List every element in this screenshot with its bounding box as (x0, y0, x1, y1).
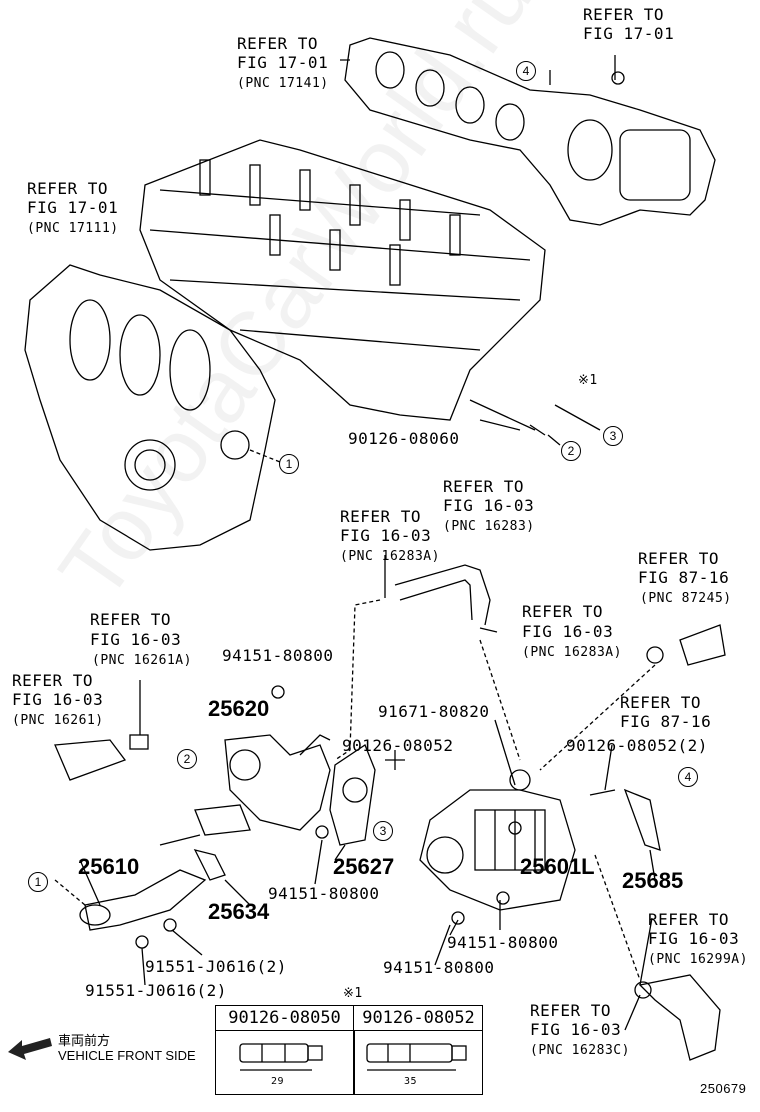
refer-line-1: REFER TO (620, 693, 702, 712)
refer-pnc: (PNC 16261A) (92, 653, 192, 668)
refer-line-1: REFER TO (638, 549, 720, 568)
refer-line-1: REFER TO (648, 910, 730, 929)
table-divider (353, 1030, 355, 1094)
part-90126-08052[interactable]: 90126-08052 (342, 736, 454, 755)
refer-line-2: FIG 17-01 (237, 53, 329, 72)
refer-line-2: FIG 87-16 (620, 712, 712, 731)
table-col-90126-08052: 90126-08052 (355, 1006, 482, 1031)
table-col-90126-08050: 90126-08050 (216, 1006, 354, 1031)
refer-line-1: REFER TO (522, 602, 604, 621)
intake-manifold (24, 264, 276, 551)
part-25634[interactable]: 25634 (208, 899, 270, 924)
refer-pnc: (PNC 87245) (640, 591, 732, 606)
stud-length-table: 90126-08050 90126-08052 29 35 (215, 1005, 483, 1095)
refer-line-1: REFER TO (530, 1001, 612, 1020)
part-25685[interactable]: 25685 (622, 868, 684, 893)
stud-drawings (239, 1043, 467, 1071)
part-25610[interactable]: 25610 (78, 854, 140, 879)
egr-cooler (419, 789, 576, 911)
part-25620[interactable]: 25620 (208, 696, 270, 721)
part-94151-80800-b[interactable]: 94151-80800 (268, 884, 380, 903)
refer-pnc: (PNC 17141) (237, 76, 329, 91)
callout-3: 3 (603, 426, 623, 446)
callout-1-lower: 1 (28, 872, 48, 892)
table-note-mark: ※1 (343, 986, 363, 1001)
egr-valve (224, 734, 331, 831)
front-side-en: VEHICLE FRONT SIDE (58, 1048, 196, 1063)
refer-pnc: (PNC 16299A) (648, 952, 748, 967)
part-94151-80800-d[interactable]: 94151-80800 (383, 958, 495, 977)
refer-pnc: (PNC 16283) (443, 519, 535, 534)
part-91671-80820[interactable]: 91671-80820 (378, 702, 490, 721)
refer-pnc: (PNC 16283A) (340, 549, 440, 564)
bracket-25685 (623, 788, 661, 851)
note-mark: ※1 (578, 373, 598, 388)
refer-line-2: FIG 16-03 (340, 526, 432, 545)
callout-1: 1 (279, 454, 299, 474)
gasket-25627 (329, 744, 376, 846)
refer-line-2: FIG 16-03 (12, 690, 104, 709)
refer-line-2: FIG 16-03 (443, 496, 535, 515)
refer-line-1: REFER TO (443, 477, 525, 496)
refer-pnc: (PNC 16283A) (522, 645, 622, 660)
callout-4-lower: 4 (678, 767, 698, 787)
arrow-left-icon (8, 1038, 52, 1060)
cylinder-head (139, 139, 546, 421)
diagram-id: 250679 (700, 1081, 747, 1096)
part-94151-80800-c[interactable]: 94151-80800 (447, 933, 559, 952)
cylinder-head-posts (199, 159, 461, 286)
front-side-jp: 車両前方 (58, 1033, 111, 1048)
part-91551-j0616-b[interactable]: 91551-J0616(2) (85, 981, 227, 1000)
refer-line-2: FIG 16-03 (530, 1020, 622, 1039)
part-25627[interactable]: 25627 (333, 854, 395, 879)
part-91551-j0616-a[interactable]: 91551-J0616(2) (145, 957, 287, 976)
part-25601l[interactable]: 25601L (520, 854, 595, 879)
refer-line-2: FIG 17-01 (583, 24, 675, 43)
egr-pipe-25610 (84, 869, 207, 931)
refer-line-1: REFER TO (583, 5, 665, 24)
exhaust-manifold (344, 37, 716, 226)
refer-line-2: FIG 17-01 (27, 198, 119, 217)
length-29: 29 (271, 1076, 285, 1087)
refer-pnc: (PNC 16261) (12, 713, 104, 728)
refer-line-2: FIG 87-16 (638, 568, 730, 587)
refer-line-1: REFER TO (27, 179, 109, 198)
callout-2: 2 (561, 441, 581, 461)
egr-hose (394, 564, 491, 626)
refer-line-2: FIG 16-03 (90, 630, 182, 649)
refer-line-1: REFER TO (237, 34, 319, 53)
part-94151-80800[interactable]: 94151-80800 (222, 646, 334, 665)
part-90126-08060[interactable]: 90126-08060 (348, 429, 460, 448)
refer-line-1: REFER TO (340, 507, 422, 526)
refer-line-2: FIG 16-03 (648, 929, 740, 948)
callout-2-lower: 2 (177, 749, 197, 769)
refer-pnc: (PNC 17111) (27, 221, 119, 236)
callout-3-lower: 3 (373, 821, 393, 841)
refer-line-1: REFER TO (12, 671, 94, 690)
refer-pnc: (PNC 16283C) (530, 1043, 630, 1058)
callout-4: 4 (516, 61, 536, 81)
refer-line-1: REFER TO (90, 610, 172, 629)
length-35: 35 (404, 1076, 418, 1087)
refer-line-2: FIG 16-03 (522, 622, 614, 641)
part-90126-08052-2[interactable]: 90126-08052(2) (566, 736, 708, 755)
